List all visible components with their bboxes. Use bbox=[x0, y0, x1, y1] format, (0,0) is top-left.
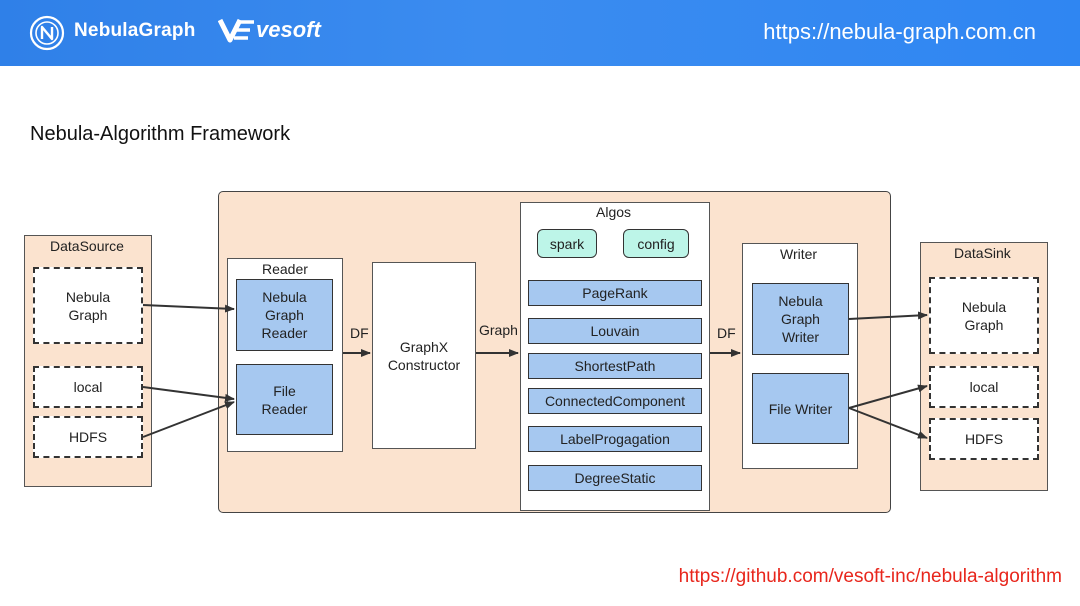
algos-label: Algos bbox=[596, 204, 632, 220]
datasink-item-line: local bbox=[969, 379, 999, 395]
constructor-line: Constructor bbox=[387, 356, 461, 373]
slide-title: Nebula-Algorithm Framework bbox=[30, 123, 291, 145]
datasource-label: DataSource bbox=[50, 238, 124, 254]
edge-label-graph: Graph bbox=[479, 322, 518, 338]
reader-line: Nebula bbox=[262, 289, 307, 305]
reader-line: Reader bbox=[261, 400, 308, 417]
datasource-item-line: Nebula bbox=[65, 288, 111, 305]
writer-line: File Writer bbox=[768, 400, 833, 417]
graphx-constructor: GraphX Constructor bbox=[372, 262, 476, 449]
file-writer: File Writer bbox=[752, 373, 849, 444]
datasink-label: DataSink bbox=[954, 245, 1011, 261]
datasource-hdfs: HDFS bbox=[33, 416, 143, 458]
spark-pill: spark bbox=[537, 229, 597, 258]
config-pill: config bbox=[623, 229, 689, 258]
datasource-item-line: local bbox=[73, 379, 103, 395]
writer-label: Writer bbox=[780, 246, 818, 262]
datasink-local: local bbox=[929, 366, 1039, 408]
nebula-logo-icon bbox=[29, 15, 65, 51]
datasource-item-line: HDFS bbox=[68, 429, 108, 445]
reader-line: Graph bbox=[265, 307, 304, 323]
github-link[interactable]: https://github.com/vesoft-inc/nebula-alg… bbox=[678, 566, 1062, 587]
datasink-item-line: HDFS bbox=[964, 431, 1004, 447]
datasource-item-line: Graph bbox=[68, 306, 108, 323]
header-bar: NebulaGraph vesoft https://nebula-graph.… bbox=[0, 0, 1080, 66]
vendor-name: vesoft bbox=[256, 17, 321, 42]
writer-line: Nebula bbox=[778, 293, 823, 309]
algo-pagerank: PageRank bbox=[528, 280, 702, 306]
reader-label: Reader bbox=[262, 261, 308, 277]
reader-line: Reader bbox=[261, 325, 308, 341]
algo-degreestatic: DegreeStatic bbox=[528, 465, 702, 491]
algo-labelprogagation: LabelProgagation bbox=[528, 426, 702, 452]
constructor-line: GraphX bbox=[399, 338, 449, 355]
vesoft-logo-icon bbox=[218, 18, 254, 43]
algo-louvain: Louvain bbox=[528, 318, 702, 344]
datasource-local: local bbox=[33, 366, 143, 408]
reader-line: File bbox=[273, 382, 296, 399]
writer-line: Writer bbox=[781, 329, 820, 345]
edge-label-df-out: DF bbox=[717, 325, 736, 341]
header-url[interactable]: https://nebula-graph.com.cn bbox=[763, 19, 1036, 44]
datasink-item-line: Graph bbox=[964, 316, 1004, 333]
edge-label-df-in: DF bbox=[350, 325, 369, 341]
datasink-item-line: Nebula bbox=[961, 298, 1007, 315]
brand-name: NebulaGraph bbox=[74, 20, 196, 41]
datasink-hdfs: HDFS bbox=[929, 418, 1039, 460]
algo-shortestpath: ShortestPath bbox=[528, 353, 702, 379]
algo-connectedcomponent: ConnectedComponent bbox=[528, 388, 702, 414]
writer-line: Graph bbox=[781, 311, 820, 327]
